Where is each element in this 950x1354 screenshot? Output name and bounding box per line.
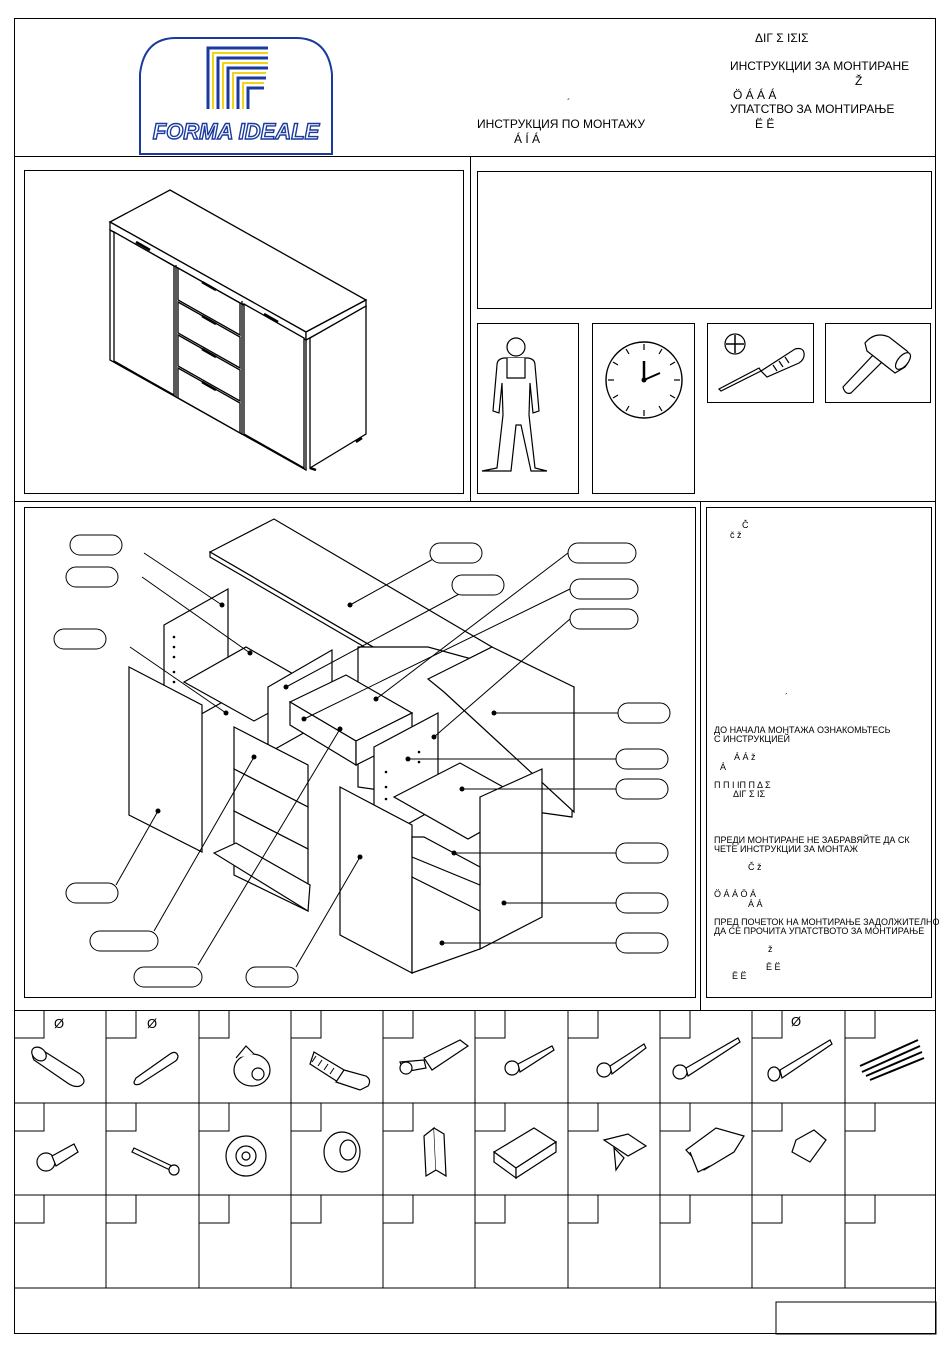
diameter-label: Ø: [147, 1016, 158, 1031]
divider: [470, 156, 471, 501]
instr-text: Á Á: [748, 899, 763, 909]
instr-ru: ДО НАЧАЛА МОНТАЖА ОЗНАКОМЬТЕСЬ: [714, 725, 891, 735]
instr-text: Á Á ž: [734, 752, 756, 762]
header-greek: ΔΙΓ Σ ΙΣΙΣ: [755, 31, 809, 45]
product-image-box: [24, 170, 464, 494]
instr-text: Ö Á Á Ö Á: [714, 889, 757, 899]
hammer-icon: [842, 334, 912, 394]
hammer-box: [825, 323, 931, 403]
header-ro: Á Í Á: [514, 132, 541, 146]
exploded-view-box: [24, 507, 696, 998]
diameter-label: Ø: [791, 1014, 802, 1029]
sideboard-illustration: [108, 189, 368, 472]
header-accent: Ž: [855, 74, 863, 88]
clock-icon: [605, 341, 683, 419]
screwdriver-box: [707, 323, 814, 403]
header-bg: ИНСТРУКЦИИ ЗА МОНТИРАНЕ: [730, 59, 910, 73]
diameter-label: Ø: [54, 1016, 65, 1031]
divider: [14, 156, 936, 157]
brand-text: FORMA IDEALE: [153, 119, 321, 144]
instr-text: Č ž: [748, 862, 762, 872]
instr-text: Ë Ë: [766, 962, 781, 972]
instructions-box: [706, 507, 932, 998]
exploded-view-diagram: [53, 518, 671, 988]
instr-bg: ЧЕТЕ ИНСТРУКЦИИ ЗА МОНТАЖ: [714, 844, 858, 854]
instr-bg: ПРЕДИ МОНТИРАНЕ НЕ ЗАБРАВЯЙТЕ ДА СК: [714, 835, 910, 845]
divider: [14, 501, 936, 502]
instr-greek: ΔΙΓ Σ ΙΣ: [733, 789, 766, 799]
instr-mk: ДА СЕ ПРОЧИТА УПАТСТВОТО ЗА МОНТИРАЊЕ: [714, 926, 925, 936]
page-frame: [14, 18, 936, 1334]
instr-ru: С ИНСТРУКЦИЕЙ: [714, 734, 791, 744]
header-ru: ИНСТРУКЦИЯ ПО МОНТАЖУ: [477, 117, 645, 131]
workers-box: [477, 323, 579, 494]
header-sr: Ë Ë: [755, 117, 775, 131]
instr-text: Č: [742, 520, 749, 530]
header-mk: УПАТСТВО ЗА МОНТИРАЊЕ: [730, 102, 895, 116]
worker-icon: [481, 337, 548, 472]
instr-text: Á: [720, 762, 727, 772]
header-accent-mid: ´: [567, 98, 571, 109]
instr-text: ž: [768, 944, 773, 954]
instr-mk: ПРЕД ПОЧЕТОК НА МОНТИРАЊЕ ЗАДОЛЖИТЕЛНО: [714, 917, 940, 927]
note-box: [477, 171, 932, 309]
screwdriver-icon: [717, 333, 805, 392]
instr-greek: Π Π Ι ΙΠ Π Δ Σ: [714, 780, 771, 790]
hardware-grid: [14, 1010, 937, 1335]
forma-ideale-logo: FORMA IDEALE: [139, 37, 333, 155]
time-box: [592, 323, 695, 494]
instr-text: Ë Ë: [732, 971, 747, 981]
header-czech: Ö Á Á Á: [733, 88, 777, 102]
instr-text: ´: [785, 692, 788, 702]
instr-text: č ž: [730, 530, 742, 540]
divider: [700, 501, 701, 1010]
